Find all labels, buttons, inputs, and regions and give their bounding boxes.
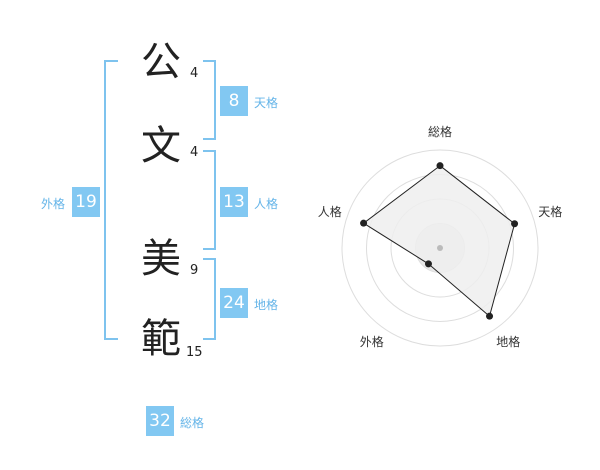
tenkaku-bracket xyxy=(203,60,216,140)
soukaku-label: 総格 xyxy=(180,416,205,430)
radar-ring-4 xyxy=(341,149,539,347)
stroke-count-2: 4 xyxy=(190,145,199,160)
chikaku-bracket xyxy=(203,258,216,340)
radar-point-4 xyxy=(424,260,432,268)
stroke-count-4: 15 xyxy=(186,345,203,360)
name-char-1: 公 xyxy=(141,39,181,85)
gaikaku-bracket xyxy=(104,60,118,340)
name-char-2: 文 xyxy=(141,123,181,169)
radar-center-dot xyxy=(437,245,443,251)
name-char-4: 範 xyxy=(141,316,181,362)
name-char-3: 美 xyxy=(141,236,181,282)
soukaku-badge: 32 xyxy=(146,406,174,436)
jinkaku-badge: 13 xyxy=(220,187,248,217)
radar-data-area xyxy=(362,165,516,318)
radar-axis-label-1: 総格 xyxy=(428,124,452,139)
radar-point-1 xyxy=(436,162,444,170)
radar-point-3 xyxy=(486,312,494,320)
gaikaku-badge: 19 xyxy=(72,187,100,217)
radar-axis-label-5: 人格 xyxy=(318,204,342,219)
tenkaku-label: 天格 xyxy=(254,96,279,110)
jinkaku-bracket xyxy=(203,150,216,250)
stroke-count-1: 4 xyxy=(190,66,199,81)
chikaku-badge: 24 xyxy=(220,288,248,318)
radar-axis-label-2: 天格 xyxy=(538,204,562,219)
tenkaku-badge: 8 xyxy=(220,86,248,116)
stroke-count-3: 9 xyxy=(190,263,199,278)
radar-point-2 xyxy=(511,220,519,228)
jinkaku-label: 人格 xyxy=(254,197,279,211)
chikaku-label: 地格 xyxy=(254,298,279,312)
radar-axis-label-3: 地格 xyxy=(496,334,520,349)
radar-axis-label-4: 外格 xyxy=(360,334,384,349)
radar-point-5 xyxy=(360,219,368,227)
gaikaku-label: 外格 xyxy=(41,197,66,211)
